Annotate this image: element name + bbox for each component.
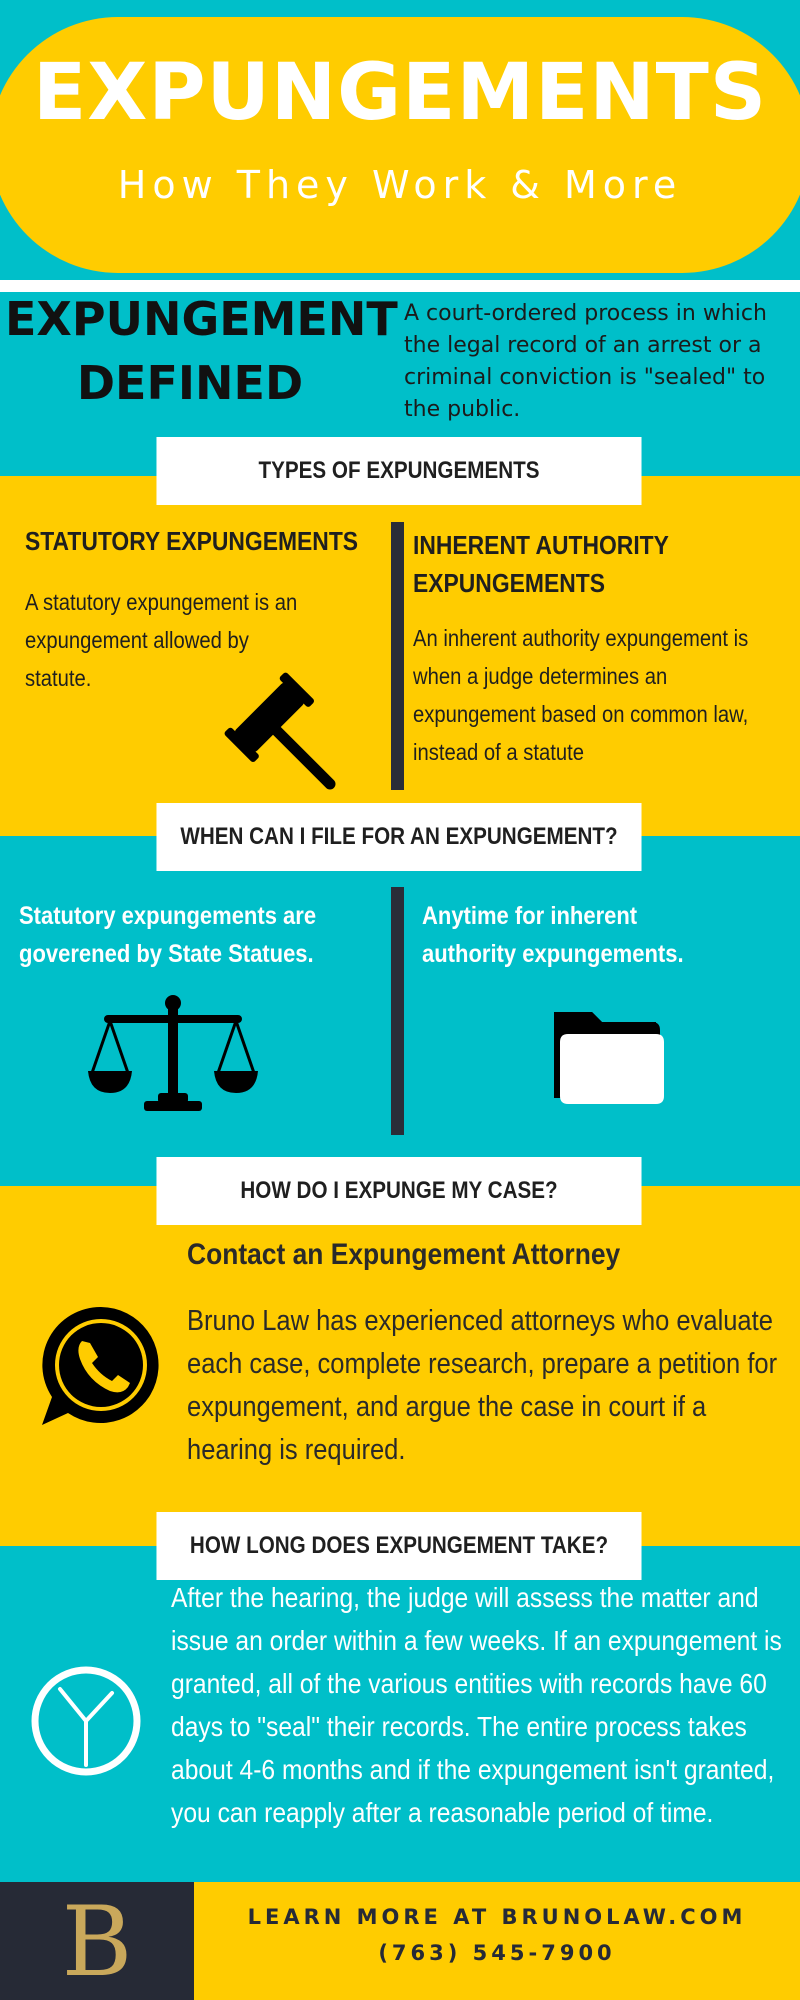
footer-cta[interactable]: LEARN MORE AT BRUNOLAW.COM [247, 1905, 747, 1929]
long-banner-label: HOW LONG DOES EXPUNGEMENT TAKE? [189, 1532, 609, 1559]
header-pill [0, 17, 800, 273]
defined-section: EXPUNGEMENT DEFINED A court-ordered proc… [0, 292, 800, 476]
footer-cta-panel [194, 1882, 800, 2000]
page-title: EXPUNGEMENTS [32, 48, 768, 138]
phone-icon [38, 1303, 164, 1429]
statutory-title: STATUTORY EXPUNGEMENTS [25, 526, 359, 556]
when-banner: WHEN CAN I FILE FOR AN EXPUNGEMENT? [156, 803, 642, 871]
footer-logo-panel [0, 1882, 194, 2000]
long-text: After the hearing, the judge will assess… [171, 1582, 782, 1828]
when-banner-label: WHEN CAN I FILE FOR AN EXPUNGEMENT? [180, 823, 618, 850]
how-text: Bruno Law has experienced attorneys who … [187, 1305, 778, 1466]
types-banner: TYPES OF EXPUNGEMENTS [156, 437, 642, 505]
bruno-logo: B [61, 1886, 133, 1998]
when-left-text: Statutory expungements are goverened by … [19, 902, 317, 968]
types-divider [391, 522, 404, 790]
when-right-text: Anytime for inherent authority expungeme… [422, 902, 684, 968]
inherent-title: INHERENT AUTHORITY EXPUNGEMENTS [413, 530, 669, 598]
defined-heading-line2: DEFINED [76, 356, 304, 410]
types-banner-label: TYPES OF EXPUNGEMENTS [258, 457, 540, 484]
when-divider [391, 887, 404, 1135]
inherent-text: An inherent authority expungement is whe… [413, 625, 749, 765]
defined-heading-line1: EXPUNGEMENT [5, 292, 398, 346]
gavel-icon [212, 668, 340, 796]
long-banner: HOW LONG DOES EXPUNGEMENT TAKE? [156, 1512, 642, 1580]
how-title: Contact an Expungement Attorney [187, 1238, 621, 1271]
statutory-text: A statutory expungement is an expungemen… [25, 589, 298, 691]
defined-text: A court-ordered process in which the leg… [404, 301, 767, 422]
how-banner-label: HOW DO I EXPUNGE MY CASE? [240, 1177, 558, 1204]
header-divider [0, 280, 800, 292]
how-banner: HOW DO I EXPUNGE MY CASE? [156, 1157, 642, 1225]
header-section: EXPUNGEMENTS How They Work & More [0, 0, 800, 280]
page-subtitle: How They Work & More [117, 163, 683, 207]
footer-phone[interactable]: (763) 545-7900 [378, 1941, 616, 1965]
clock-icon [30, 1665, 142, 1777]
folder-icon [552, 1008, 664, 1108]
scales-icon [88, 993, 258, 1121]
